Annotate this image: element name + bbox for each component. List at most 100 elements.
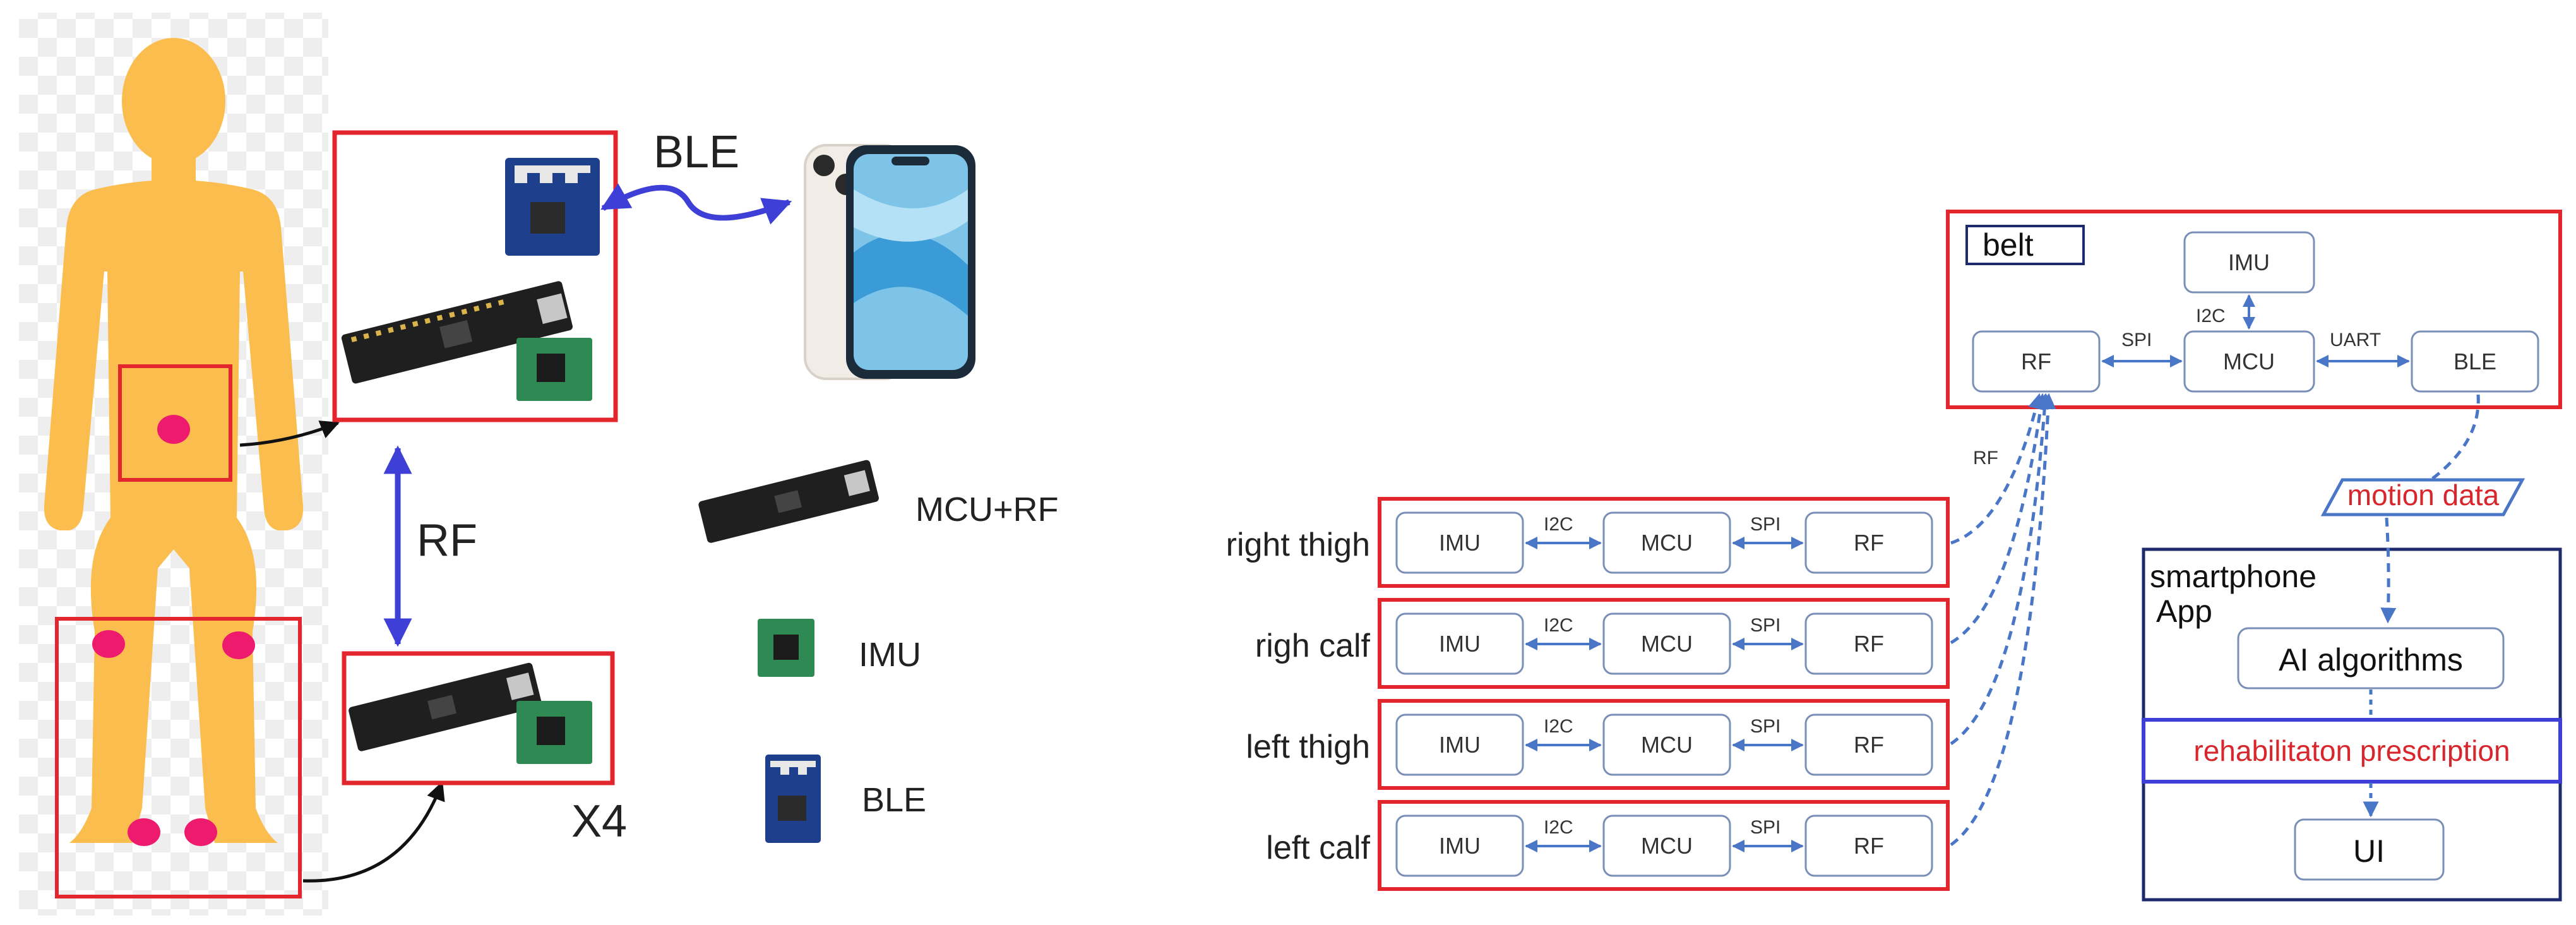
node-spi-label: SPI xyxy=(1750,615,1780,636)
imu-chip-icon xyxy=(516,701,592,764)
rf-link-right-calf xyxy=(1950,393,2049,645)
legend-label-ble: BLE xyxy=(862,781,926,819)
rf-link-left-thigh xyxy=(1950,393,2053,746)
node-imu-label: IMU xyxy=(1439,631,1481,657)
node-spi-label: SPI xyxy=(1750,514,1780,535)
legend: MCU+RF IMU BLE xyxy=(698,460,1059,843)
rf-link-right-thigh xyxy=(1950,393,2044,545)
belt-imu-box xyxy=(2183,231,2315,294)
motion-data-node xyxy=(2320,478,2525,516)
right-knee-sensor-dot xyxy=(92,630,125,658)
node-spi-label: SPI xyxy=(1750,716,1780,737)
belt-spi-label: SPI xyxy=(2121,330,2152,350)
node-mcu-box xyxy=(1602,612,1731,675)
belt-mcu-label: MCU xyxy=(2223,349,2275,374)
mcu-rf-board-icon xyxy=(349,662,542,751)
node-count-label: X4 xyxy=(571,796,627,847)
legend-label-mcu-rf: MCU+RF xyxy=(915,491,1059,528)
belt-title-box xyxy=(1965,225,2085,265)
belt-imu-label: IMU xyxy=(2228,249,2270,275)
rf-link-left-calf xyxy=(1950,393,2056,847)
imu-chip-icon xyxy=(516,338,592,401)
mcu-rf-board-icon xyxy=(341,281,573,384)
hub-device-frame xyxy=(332,130,618,422)
waist-connector-arrow xyxy=(239,421,340,447)
app-title-line2: App xyxy=(2156,594,2212,629)
waist-sensor-dot xyxy=(157,415,190,444)
waist-frame xyxy=(118,364,232,482)
ble-link-label: BLE xyxy=(653,127,739,177)
node-rf-label: RF xyxy=(1854,732,1884,758)
node-imu-box xyxy=(1395,511,1524,574)
ble-link-arrow xyxy=(600,183,792,225)
node-i2c-label: I2C xyxy=(1544,514,1573,535)
ble-module-icon xyxy=(765,755,821,843)
node-imu-label: IMU xyxy=(1439,530,1481,556)
block-diagram: belt IMU RF MCU BLE I2C SPI UART RF righ… xyxy=(1226,210,2562,902)
node-mcu-label: MCU xyxy=(1641,530,1693,556)
ai-algorithms-label: AI algorithms xyxy=(2279,642,2463,677)
sensor-node-label: left thigh xyxy=(1246,729,1370,765)
rf-link-label-right: RF xyxy=(1973,448,1998,468)
belt-title: belt xyxy=(1983,227,2034,263)
sensor-node-row: left calf IMU MCU RF I2C SPI xyxy=(1266,800,1950,891)
node-mcu-label: MCU xyxy=(1641,631,1693,657)
ui-label: UI xyxy=(2353,833,2385,869)
node-rf-label: RF xyxy=(1854,631,1884,657)
motion-data-label: motion data xyxy=(2347,479,2500,511)
sensor-node-frame xyxy=(1378,699,1950,790)
node-i2c-label: I2C xyxy=(1544,716,1573,737)
sensor-node-frame xyxy=(1378,497,1950,588)
belt-i2c-label: I2C xyxy=(2196,306,2226,326)
node-device-frame xyxy=(342,651,615,785)
mcu-rf-board-icon xyxy=(698,460,879,543)
node-rf-box xyxy=(1804,815,1933,877)
node-rf-box xyxy=(1804,713,1933,776)
legs-connector-arrow xyxy=(302,781,445,883)
node-imu-label: IMU xyxy=(1439,732,1481,758)
sensor-node-frame xyxy=(1378,800,1950,891)
belt-ble-label: BLE xyxy=(2454,349,2496,374)
sensor-node-frame xyxy=(1378,598,1950,689)
node-i2c-label: I2C xyxy=(1544,817,1573,838)
node-rf-box xyxy=(1804,511,1933,574)
node-imu-box xyxy=(1395,713,1524,776)
prescription-label: rehabilitaton prescription xyxy=(2193,734,2510,767)
node-mcu-box xyxy=(1602,815,1731,877)
legs-frame xyxy=(55,617,302,898)
sensor-node-label: righ calf xyxy=(1255,628,1371,664)
node-imu-label: IMU xyxy=(1439,833,1481,859)
node-imu-box xyxy=(1395,815,1524,877)
legend-label-imu: IMU xyxy=(859,636,921,674)
left-panel: BLE RF X4 xyxy=(19,13,1059,916)
sensor-node-label: right thigh xyxy=(1226,527,1370,563)
belt-rf-label: RF xyxy=(2021,349,2051,374)
ble-module-icon xyxy=(505,158,600,256)
right-ankle-sensor-dot xyxy=(128,818,160,846)
belt-mcu-box xyxy=(2183,330,2315,393)
left-ankle-sensor-dot xyxy=(184,818,217,846)
prescription-box xyxy=(2142,718,2562,784)
belt-frame xyxy=(1946,210,2562,409)
belt-rf-box xyxy=(1972,330,2101,393)
node-spi-label: SPI xyxy=(1750,817,1780,838)
ai-algorithms-box xyxy=(2237,627,2505,689)
node-mcu-box xyxy=(1602,511,1731,574)
rf-link-label: RF xyxy=(417,515,477,566)
sensor-node-row: right thigh IMU MCU RF I2C SPI xyxy=(1226,497,1950,588)
app-title-line1: smartphone xyxy=(2150,559,2317,594)
sensor-node-label: left calf xyxy=(1266,830,1370,866)
motion-to-ai-link xyxy=(2380,517,2397,624)
imu-chip-icon xyxy=(758,619,814,677)
node-rf-label: RF xyxy=(1854,530,1884,556)
node-mcu-box xyxy=(1602,713,1731,776)
ble-data-link xyxy=(2430,394,2480,481)
belt-uart-label: UART xyxy=(2330,330,2381,350)
left-knee-sensor-dot xyxy=(222,631,255,659)
node-rf-label: RF xyxy=(1854,833,1884,859)
node-mcu-label: MCU xyxy=(1641,833,1693,859)
